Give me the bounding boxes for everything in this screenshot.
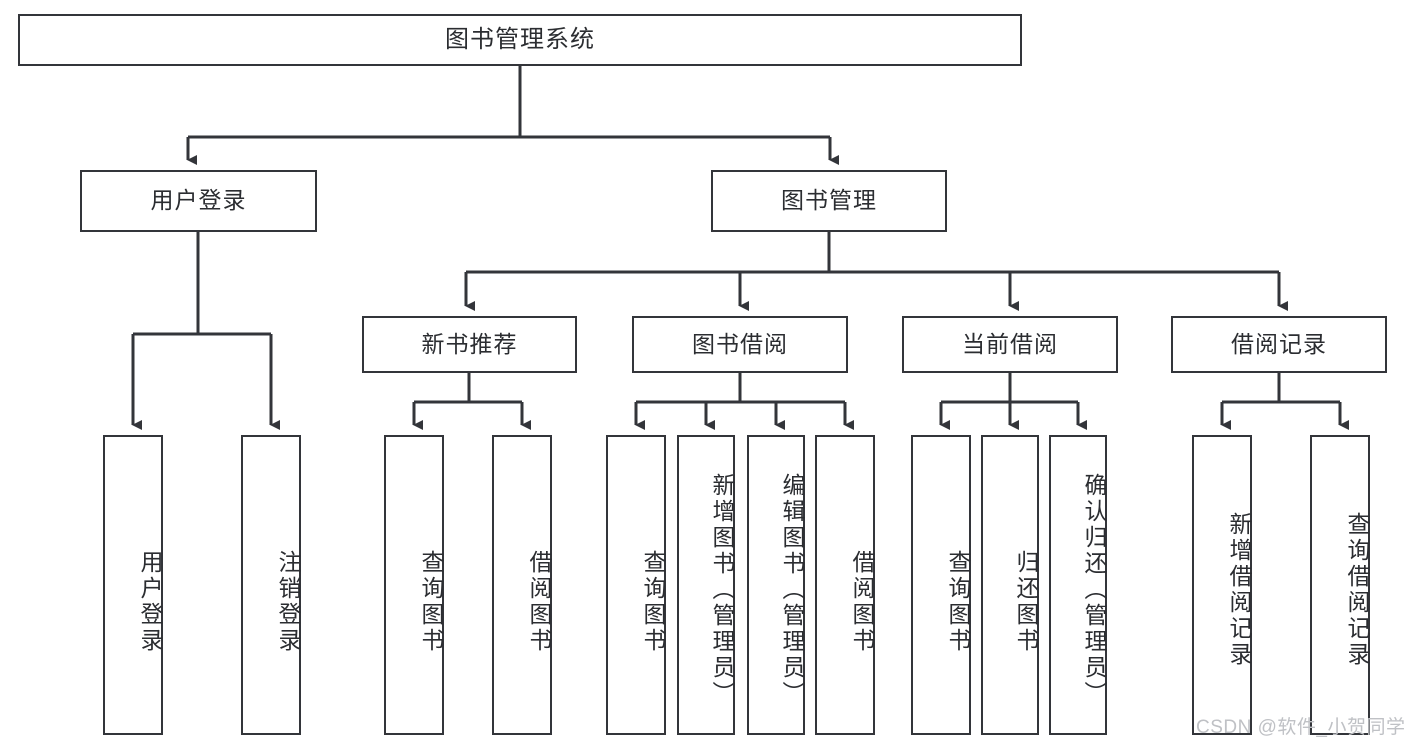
leaf-edit-book-admin[interactable]: 编辑图书（管理员） [747,435,805,735]
leaf-borrow-book-recommend[interactable]: 借阅图书 [492,435,552,735]
leaf-query-book-recommend[interactable]: 查询图书 [384,435,444,735]
leaf-query-borrow-record[interactable]: 查询借阅记录 [1310,435,1370,735]
leaf-add-borrow-record[interactable]: 新增借阅记录 [1192,435,1252,735]
leaf-logout-login[interactable]: 注销登录 [241,435,301,735]
node-current-borrow[interactable]: 当前借阅 [902,316,1118,373]
node-book-borrow[interactable]: 图书借阅 [632,316,848,373]
leaf-borrow-book-borrow[interactable]: 借阅图书 [815,435,875,735]
node-new-book-recommend[interactable]: 新书推荐 [362,316,577,373]
node-user-login[interactable]: 用户登录 [80,170,317,232]
node-borrow-record[interactable]: 借阅记录 [1171,316,1387,373]
leaf-query-book-current[interactable]: 查询图书 [911,435,971,735]
leaf-query-book-borrow[interactable]: 查询图书 [606,435,666,735]
node-root-system[interactable]: 图书管理系统 [18,14,1022,66]
leaf-user-login[interactable]: 用户登录 [103,435,163,735]
leaf-confirm-return-admin[interactable]: 确认归还（管理员） [1049,435,1107,735]
leaf-return-book[interactable]: 归还图书 [981,435,1039,735]
leaf-add-book-admin[interactable]: 新增图书（管理员） [677,435,735,735]
node-book-management[interactable]: 图书管理 [711,170,947,232]
watermark-text: CSDN @软件_小贺同学 [1196,717,1405,738]
